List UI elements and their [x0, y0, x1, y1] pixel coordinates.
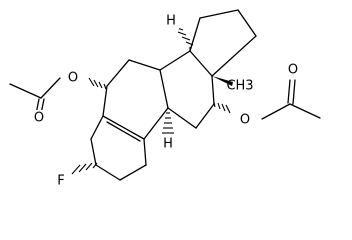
atom-labels: O O O O F H H CH3 — [31, 13, 301, 189]
bond-c5-c10-second — [106, 121, 141, 142]
label-bg-fluorine — [53, 173, 69, 189]
bond-c1-c10 — [143, 107, 169, 140]
bond-c11-c12 — [189, 50, 213, 77]
hash-f-4 — [71, 164, 81, 175]
bond-c11-c15 — [189, 17, 201, 52]
hash-o-left-2 — [98, 81, 103, 89]
label-bg-o-left — [65, 70, 81, 86]
ring-d — [189, 9, 257, 77]
ring-c — [159, 50, 215, 129]
hash-o-left-4 — [88, 77, 95, 87]
bond-c2-c11 — [159, 50, 191, 71]
hash-o-left-3 — [93, 79, 99, 88]
bond-c5-c10 — [102, 115, 145, 140]
label-bg-h-mid — [160, 136, 176, 152]
bond-c16-c17 — [237, 9, 257, 37]
methyl-group — [212, 76, 233, 86]
bond-c-o-double-right-b — [292, 79, 296, 105]
bond-c9-c10 — [143, 138, 147, 166]
bond-c7-c8 — [95, 164, 121, 181]
label-fluorine: F — [57, 174, 64, 189]
hash-o-right-1 — [213, 101, 216, 108]
bond-c14-c1 — [167, 107, 197, 129]
bond-c3-c2 — [128, 59, 161, 71]
label-o-left: O — [68, 71, 78, 86]
ring-b — [102, 59, 169, 140]
methyl-wedge — [212, 76, 233, 86]
bond-c15-c16 — [199, 9, 239, 19]
bond-c-o-double-right-a — [287, 79, 291, 104]
label-h-top: H — [166, 14, 176, 29]
label-o-right: O — [240, 113, 250, 128]
label-bg-h-top — [163, 13, 179, 29]
hash-h-top-2 — [185, 41, 194, 46]
bond-c8-c9 — [119, 164, 147, 181]
bond-c5-c4 — [102, 85, 108, 117]
stereo-h-top — [173, 26, 194, 51]
label-methyl: CH3 — [226, 79, 253, 94]
bond-c6-c7 — [90, 138, 97, 166]
label-bg-o-carbonyl-left — [31, 110, 47, 126]
chemical-structure: O O O O F H H CH3 — [9, 9, 321, 189]
label-o-carbonyl-right: O — [288, 63, 298, 78]
hash-o-right-4 — [225, 104, 231, 114]
hash-o-left-1 — [103, 83, 107, 90]
bond-c12-c13 — [211, 75, 215, 105]
hash-h-top-4 — [177, 31, 187, 36]
hash-o-right-2 — [217, 102, 221, 110]
label-bg-o-right — [237, 112, 253, 128]
bond-o-left-c — [40, 77, 61, 99]
hash-f-3 — [78, 163, 87, 173]
stereo-h-mid — [162, 112, 174, 134]
acetate-right — [213, 79, 321, 120]
bond-o-right-c — [261, 103, 291, 120]
fluorine-group — [71, 162, 98, 175]
label-bg-o-carbonyl-right — [285, 62, 301, 78]
bond-c17-c12 — [211, 35, 257, 77]
bond-c5-c6 — [90, 115, 104, 140]
bond-c13-c14 — [195, 103, 215, 129]
bond-c4-c3 — [106, 59, 130, 87]
hash-f-1 — [92, 162, 98, 169]
label-h-mid: H — [163, 137, 173, 152]
hash-h-top-3 — [181, 36, 191, 41]
bond-c-ch3-right — [289, 103, 321, 119]
acetate-left — [9, 77, 107, 115]
label-o-carbonyl-left: O — [34, 111, 44, 126]
ring-a — [90, 115, 147, 181]
bond-c-ch3-left — [9, 83, 42, 99]
hash-f-2 — [85, 162, 93, 171]
bond-c2-c1 — [159, 69, 169, 109]
hash-o-right-3 — [221, 103, 226, 112]
